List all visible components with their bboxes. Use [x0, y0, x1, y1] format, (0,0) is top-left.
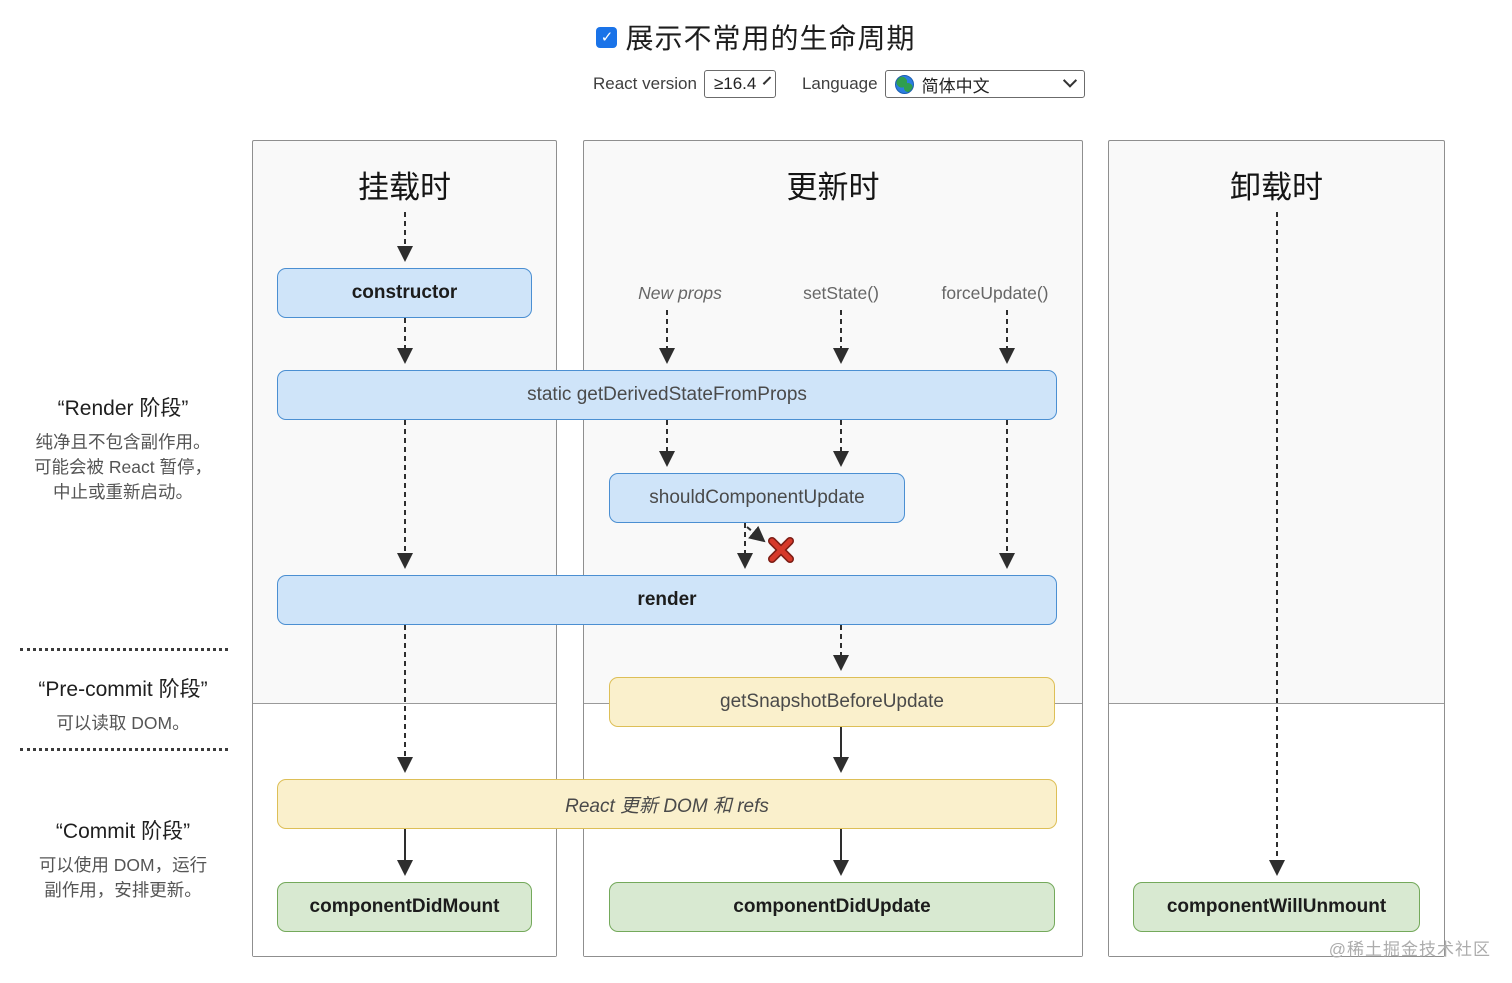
phase-line: 可以读取 DOM。 [56, 713, 190, 733]
phase-divider [20, 648, 228, 651]
react-version-value: ≥16.4 [713, 74, 757, 93]
react-updates-dom-node[interactable]: React 更新 DOM 和 refs [277, 779, 1057, 829]
language-select[interactable]: 简体中文 [884, 70, 1085, 98]
phase-divider [20, 748, 228, 751]
pre-commit-phase-note: “Pre-commit 阶段” 可以读取 DOM。 [15, 673, 231, 736]
getderivedstatefromprops-node[interactable]: static getDerivedStateFromProps [277, 370, 1057, 420]
render-node[interactable]: render [277, 575, 1057, 625]
mounting-column: 挂载时 [252, 140, 557, 957]
componentdidupdate-node[interactable]: componentDidUpdate [609, 882, 1055, 932]
react-version-select[interactable]: ≥16.4 [703, 70, 776, 98]
constructor-node[interactable]: constructor [277, 268, 532, 318]
pre-commit-phase-desc: 可以读取 DOM。 [15, 711, 231, 736]
phase-line: 副作用，安排更新。 [44, 880, 202, 900]
new-props-label: New props [638, 283, 722, 303]
updating-column-title: 更新时 [786, 170, 880, 205]
watermark: @稀土掘金技术社区 [1328, 940, 1491, 959]
language-label: Language [801, 74, 878, 93]
header: ✓ 展示不常用的生命周期 [0, 17, 1512, 57]
updating-column: 更新时 [583, 140, 1083, 957]
diagram-controls: React version ≥16.4 Language 简体中文 [593, 70, 1085, 98]
componentdidmount-node[interactable]: componentDidMount [277, 882, 532, 932]
phase-line: 可以使用 DOM，运行 [38, 855, 208, 875]
commit-phase-note: “Commit 阶段” 可以使用 DOM，运行 副作用，安排更新。 [15, 815, 231, 903]
chevron-down-icon [1062, 73, 1077, 88]
setstate-label: setState() [803, 283, 879, 303]
pre-commit-phase-title: “Pre-commit 阶段” [38, 678, 208, 701]
render-phase-desc: 纯净且不包含副作用。 可能会被 React 暂停， 中止或重新启动。 [15, 430, 231, 505]
getsnapshotbeforeupdate-node[interactable]: getSnapshotBeforeUpdate [609, 677, 1055, 727]
phase-line: 中止或重新启动。 [53, 482, 193, 502]
mounting-column-title: 挂载时 [358, 170, 451, 205]
phase-line: 可能会被 React 暂停， [34, 457, 212, 477]
globe-icon [894, 74, 914, 94]
forceupdate-label: forceUpdate() [941, 283, 1049, 303]
react-version-label: React version [593, 74, 697, 93]
unmounting-column-title: 卸载时 [1230, 170, 1323, 205]
page-title[interactable]: 展示不常用的生命周期 [625, 23, 916, 54]
shouldcomponentupdate-node[interactable]: shouldComponentUpdate [609, 473, 905, 523]
phase-line: 纯净且不包含副作用。 [35, 432, 211, 452]
unmounting-column: 卸载时 [1108, 140, 1445, 957]
checkmark-icon: ✓ [600, 28, 614, 46]
commit-phase-title: “Commit 阶段” [55, 820, 191, 843]
render-phase-title: “Render 阶段” [57, 397, 189, 420]
language-value: 简体中文 [921, 76, 990, 96]
commit-phase-desc: 可以使用 DOM，运行 副作用，安排更新。 [15, 853, 231, 903]
show-uncommon-lifecycles-checkbox[interactable]: ✓ [596, 26, 618, 48]
chevron-down-icon [763, 76, 772, 85]
componentwillunmount-node[interactable]: componentWillUnmount [1133, 882, 1420, 932]
render-phase-note: “Render 阶段” 纯净且不包含副作用。 可能会被 React 暂停， 中止… [15, 392, 231, 505]
